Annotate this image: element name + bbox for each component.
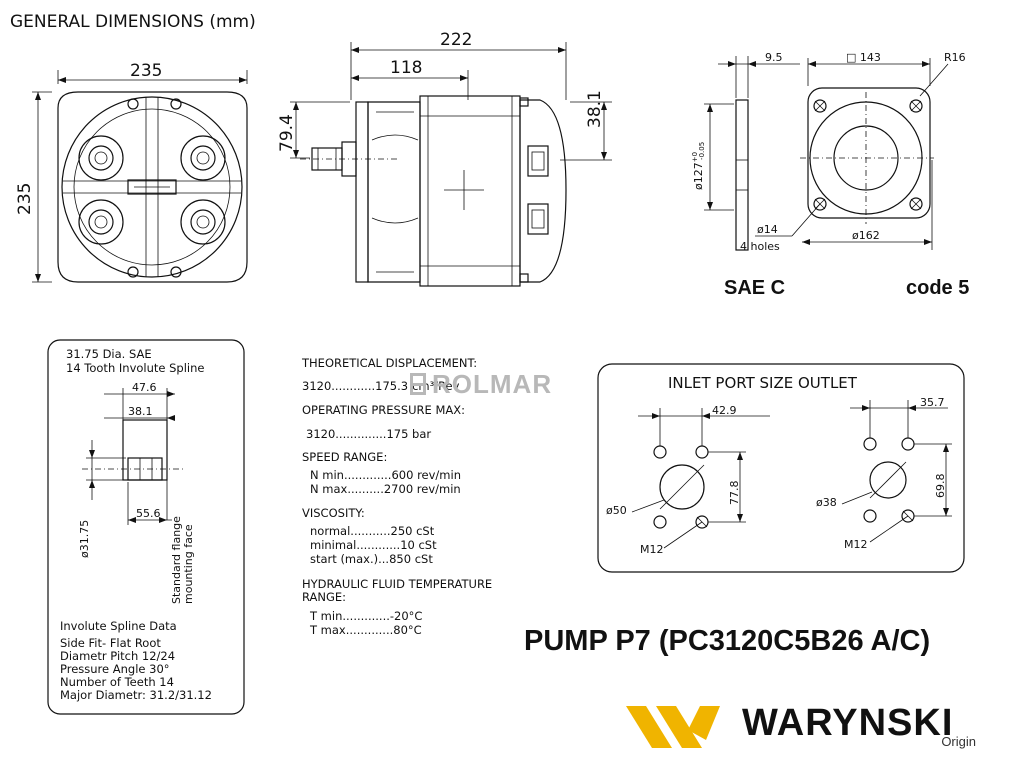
spline-line-4: Number of Teeth 14 <box>60 675 174 689</box>
shaft-face-label-1: Standard flange <box>170 516 183 604</box>
spec-temp-max: T max.............80°C <box>309 623 422 637</box>
flange-hole-tr <box>909 99 923 113</box>
shaft-title-line2: 14 Tooth Involute Spline <box>66 361 204 375</box>
flange-square-dim: □ 143 <box>846 51 881 64</box>
shaft-detail-box: 31.75 Dia. SAE 14 Tooth Involute Spline … <box>47 339 245 715</box>
front-view: 235 235 <box>15 61 248 283</box>
spec-speed-label: SPEED RANGE: <box>302 450 387 464</box>
spec-temp-label-1: HYDRAULIC FLUID TEMPERATURE <box>302 577 492 591</box>
outlet-dia-dim: ø38 <box>816 496 837 509</box>
front-boss-bottom-right <box>180 199 226 245</box>
spec-temp-min: T min.............-20°C <box>309 609 422 623</box>
side-port-offset-dim: 38.1 <box>585 90 605 128</box>
product-title: PUMP P7 (PC3120C5B26 A/C) <box>524 625 930 657</box>
inlet-thread-dim: M12 <box>640 543 664 556</box>
front-height-dim: 235 <box>15 183 35 215</box>
spline-line-1: Side Fit- Flat Root <box>60 636 161 650</box>
flange-view: 9.5 ø127+0-0.05 □ 143 R16 ø14 <box>691 51 969 299</box>
flange-radius-dim: R16 <box>944 51 966 64</box>
sheet-title: GENERAL DIMENSIONS (mm) <box>10 12 256 32</box>
front-boss-bottom-left <box>78 199 124 245</box>
spec-visc-normal: normal...........250 cSt <box>310 524 435 538</box>
spec-temp-label-2: RANGE: <box>302 590 346 604</box>
side-length-dim: 222 <box>440 30 472 50</box>
shaft-dim-a: 47.6 <box>132 381 157 394</box>
brand-name: WARYNSKI <box>742 702 954 744</box>
flange-standard-label: SAE C <box>724 277 785 299</box>
flange-hole-tl <box>813 99 827 113</box>
shaft-dim-b: 38.1 <box>128 405 153 418</box>
spline-line-5: Major Diametr: 31.2/31.12 <box>60 688 212 702</box>
spec-displacement-label: THEORETICAL DISPLACEMENT: <box>301 356 477 370</box>
ports-heading: INLET PORT SIZE OUTLET <box>668 374 858 392</box>
shaft-title-line1: 31.75 Dia. SAE <box>66 347 152 361</box>
flange-code-label: code 5 <box>906 277 969 299</box>
side-shaft-height-dim: 79.4 <box>277 114 297 152</box>
spec-list: THEORETICAL DISPLACEMENT: 3120..........… <box>301 356 492 637</box>
spline-heading: Involute Spline Data <box>60 619 177 633</box>
spec-speed-max: N max..........2700 rev/min <box>310 482 461 496</box>
spec-pressure-label: OPERATING PRESSURE MAX: <box>302 403 465 417</box>
shaft-dia-dim: ø31.75 <box>78 520 91 558</box>
flange-hole-count: 4 holes <box>740 240 780 253</box>
front-width-dim: 235 <box>130 61 162 81</box>
spec-visc-start: start (max.)...850 cSt <box>310 552 433 566</box>
watermark-icon <box>410 373 426 395</box>
outlet-port: 35.7 69.8 ø38 M12 <box>816 396 952 551</box>
front-boss-top-left <box>78 135 124 181</box>
spec-visc-minimal: minimal............10 cSt <box>310 538 437 552</box>
watermark: ROLMAR <box>410 368 610 400</box>
inlet-port: 42.9 77.8 ø50 M12 <box>606 404 770 556</box>
spec-pressure-value: 3120..............175 bar <box>306 427 431 441</box>
outlet-height-dim: 69.8 <box>934 474 947 499</box>
spline-line-3: Pressure Angle 30° <box>60 662 170 676</box>
inlet-height-dim: 77.8 <box>728 481 741 506</box>
inlet-dia-dim: ø50 <box>606 504 627 517</box>
spline-line-2: Diametr Pitch 12/24 <box>60 649 175 663</box>
inlet-spacing-dim: 42.9 <box>712 404 737 417</box>
port-size-box: INLET PORT SIZE OUTLET 42.9 77.8 ø50 <box>597 363 965 573</box>
outlet-spacing-dim: 35.7 <box>920 396 945 409</box>
flange-thickness-dim: 9.5 <box>765 51 783 64</box>
brand-sub: Origin <box>941 734 976 749</box>
spec-viscosity-label: VISCOSITY: <box>302 506 365 520</box>
flange-hole-dim: ø14 <box>757 223 778 236</box>
flange-pilot-dim: ø127+0-0.05 <box>691 142 706 190</box>
brand-logo-mark <box>626 706 720 748</box>
flange-hole-br <box>909 197 923 211</box>
outlet-thread-dim: M12 <box>844 538 868 551</box>
shaft-dim-c: 55.6 <box>136 507 161 520</box>
flange-bolt-circle-dim: ø162 <box>852 229 880 242</box>
watermark-text: ROLMAR <box>432 368 553 399</box>
brand-logo: WARYNSKI Origin <box>626 700 1006 756</box>
side-flange-offset-dim: 118 <box>390 58 422 78</box>
spec-speed-min: N min.............600 rev/min <box>310 468 461 482</box>
front-boss-top-right <box>180 135 226 181</box>
side-view: 222 118 79.4 38.1 <box>277 30 612 287</box>
shaft-face-label-2: mounting face <box>182 524 195 604</box>
